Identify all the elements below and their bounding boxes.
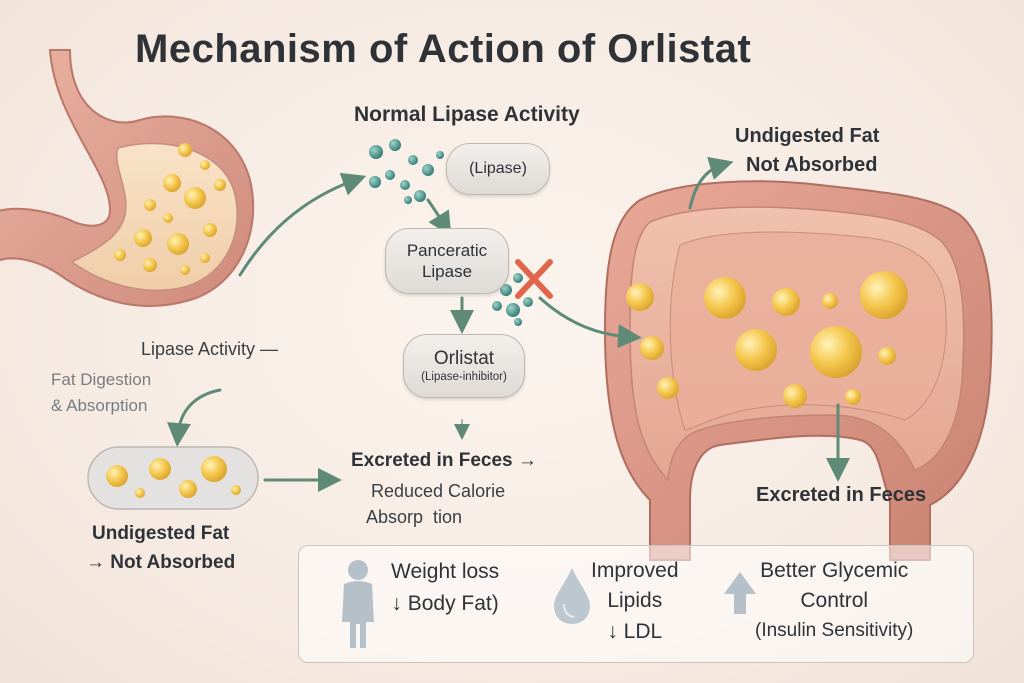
lipase-activity-label: Lipase Activity —	[141, 339, 279, 359]
stomach	[0, 49, 255, 307]
intestine-fat-droplets	[626, 271, 908, 408]
benefit-lipids-line3: ↓ LDL	[607, 619, 663, 643]
orlistat-pill-line1: Orlistat	[433, 347, 495, 369]
fat-digestion-line2: & Absorption	[51, 396, 148, 415]
flow-arrows	[167, 156, 850, 492]
stomach-fat-droplets	[114, 143, 226, 275]
lipase-pill: (Lipase)	[446, 143, 550, 195]
benefit-weight-loss: Weight loss ↓ Body Fat)	[391, 556, 499, 619]
reduced-calorie-line2: Absorp tion	[366, 507, 463, 527]
pancreatic-pill-line2: Lipase	[421, 262, 473, 281]
center-excreted-label: Excreted in Feces →	[351, 450, 537, 471]
reduced-calorie-line1: Reduced Calorie	[371, 481, 506, 501]
inhibition-x-icon	[515, 259, 553, 299]
orlistat-pill-line2: (Lipase-inhibitor)	[421, 370, 507, 383]
orlistat-pill: Orlistat (Lipase-inhibitor)	[403, 334, 525, 398]
pancreatic-pill-line1: Panceratic	[406, 240, 488, 260]
benefit-glycemic-line3: (Insulin Sensitivity)	[755, 619, 914, 641]
right-undigested-line1: Undigested Fat	[735, 125, 880, 147]
right-undigested-line2: Not Absorbed	[746, 154, 878, 176]
benefit-glycemic-line2: Control	[800, 589, 869, 613]
left-undigested-line1: Undigested Fat	[92, 523, 230, 544]
benefit-glycemic: Better Glycemic Control (Insulin Sensiti…	[755, 556, 913, 644]
benefit-lipids-line1: Improved	[591, 559, 679, 582]
benefit-lipids-line2: Lipids	[607, 589, 663, 613]
right-excreted-label: Excreted in Feces	[756, 484, 927, 506]
left-undigested-line2: → Not Absorbed	[86, 552, 236, 573]
undigested-fat-capsule	[87, 446, 259, 510]
page-title: Mechanism of Action of Orlistat	[135, 27, 752, 71]
fat-digestion-line1: Fat Digestion	[51, 370, 152, 389]
benefit-weight-line1: Weight loss	[391, 560, 500, 583]
enzyme-particles	[369, 139, 533, 326]
benefit-lipids: Improved Lipids ↓ LDL	[591, 556, 679, 647]
benefits-box: Weight loss ↓ Body Fat) Improved Lipids …	[298, 545, 974, 663]
normal-lipase-heading: Normal Lipase Activity	[354, 103, 580, 126]
intestine	[603, 180, 993, 561]
lipase-pill-label: (Lipase)	[469, 160, 527, 177]
benefit-weight-line2: ↓ Body Fat)	[391, 591, 499, 615]
benefit-glycemic-line1: Better Glycemic	[760, 559, 909, 582]
pancreatic-lipase-pill: Panceratic Lipase	[385, 228, 509, 294]
